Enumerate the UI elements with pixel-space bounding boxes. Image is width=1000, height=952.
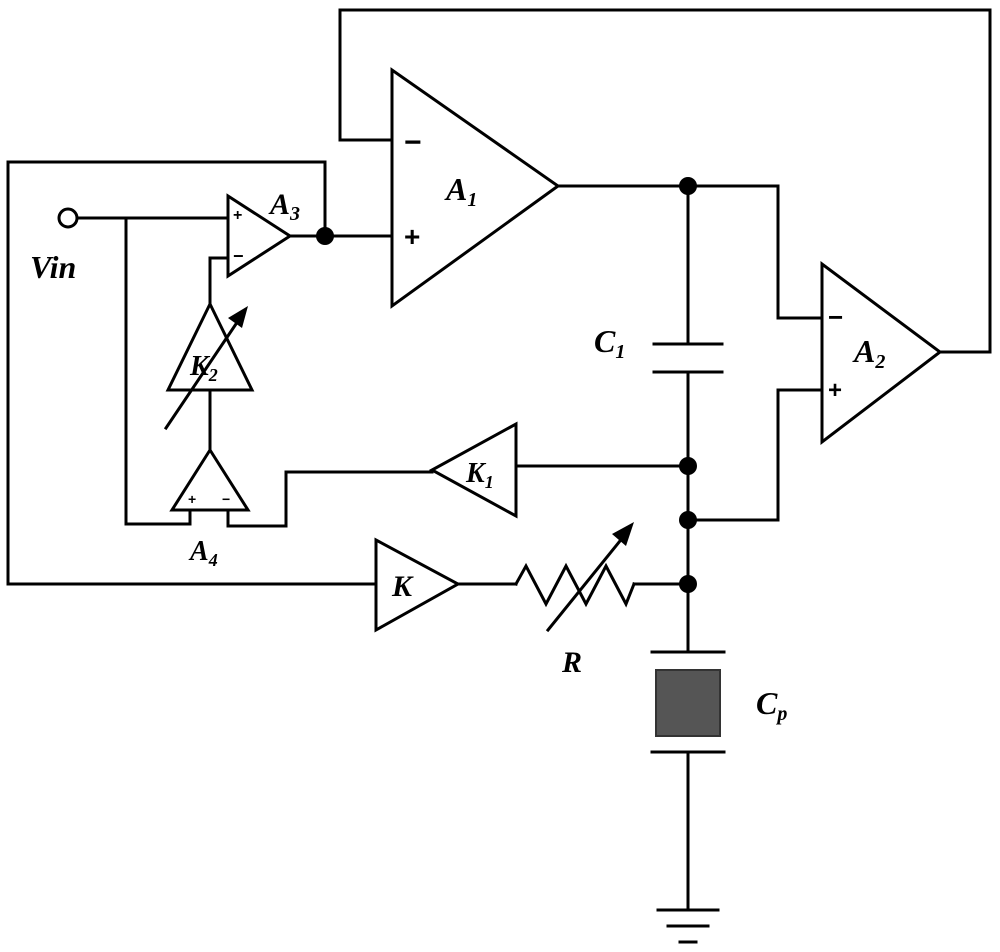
a4-minus-sign: − bbox=[222, 491, 230, 507]
junction-a3-output bbox=[316, 227, 334, 245]
junction-resistor bbox=[679, 575, 697, 593]
wire-k1-to-a4 bbox=[228, 472, 432, 526]
opamp-a4 bbox=[172, 450, 248, 510]
a3-minus-sign: − bbox=[233, 246, 244, 266]
junction-a2-plus bbox=[679, 511, 697, 529]
junction-k1 bbox=[679, 457, 697, 475]
a2-minus-sign: − bbox=[828, 302, 843, 332]
a2-plus-sign: + bbox=[828, 377, 842, 404]
a3-plus-sign: + bbox=[233, 207, 242, 224]
wire-a1-output bbox=[558, 186, 822, 318]
amplifier-k bbox=[376, 540, 458, 630]
label-k: K bbox=[391, 570, 414, 603]
opamp-a1 bbox=[392, 70, 558, 306]
label-a4: A4 bbox=[188, 536, 218, 570]
junction-nodes bbox=[316, 177, 697, 593]
wire-a2-plus bbox=[688, 390, 822, 520]
junction-a1-output bbox=[679, 177, 697, 195]
capacitor-c1 bbox=[654, 344, 722, 372]
label-r: R bbox=[561, 646, 582, 679]
label-c1: C1 bbox=[594, 323, 625, 363]
capacitor-cp bbox=[652, 652, 724, 752]
vin-terminal-icon bbox=[59, 209, 77, 227]
a1-plus-sign: + bbox=[404, 221, 420, 252]
label-a3: A3 bbox=[268, 188, 300, 225]
a1-minus-sign: − bbox=[404, 126, 422, 159]
a4-plus-sign: + bbox=[188, 491, 196, 507]
label-vin: Vin bbox=[30, 249, 76, 285]
wire-a3-minus-to-k2 bbox=[210, 258, 228, 304]
label-cp: Cp bbox=[756, 685, 787, 725]
ground-icon bbox=[658, 910, 718, 942]
cp-element-body bbox=[656, 670, 720, 736]
